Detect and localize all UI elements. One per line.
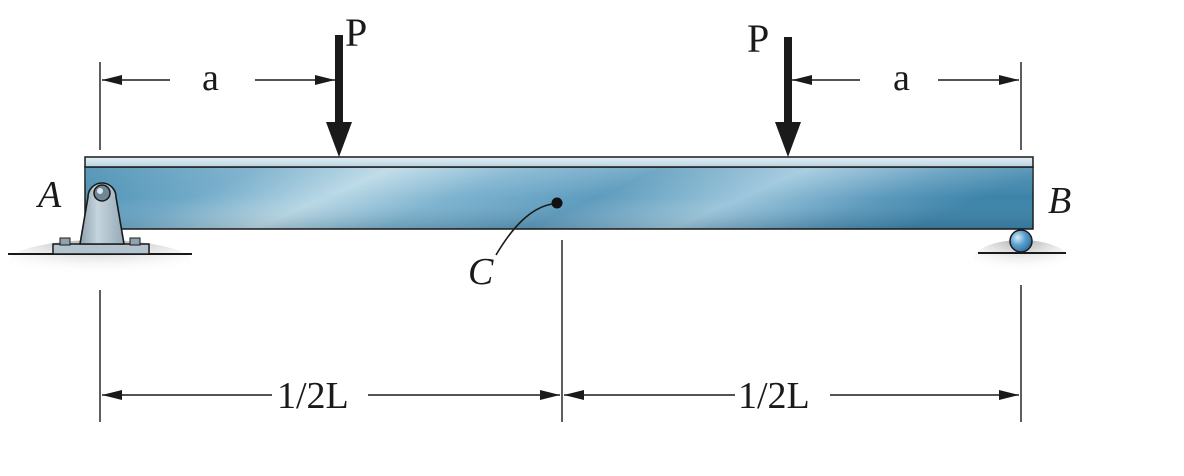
ground-shadow-right [973, 240, 1069, 280]
dim-half-right-arrow-1 [564, 390, 584, 400]
label-half-right: 1/2L [738, 375, 810, 417]
load-left-arrowhead [326, 122, 352, 157]
label-a: A [35, 174, 62, 216]
dim-a-right-arrow-1 [792, 75, 812, 85]
beam-top-flange [84, 156, 1034, 168]
load-right: P [747, 16, 801, 157]
pin-bracket [79, 182, 125, 245]
pin-support-icon [52, 182, 150, 255]
dimension-a-right: a [792, 57, 1019, 99]
load-left: P [326, 10, 367, 157]
beam [84, 156, 1034, 230]
label-c: C [468, 251, 494, 293]
dimension-half-left: 1/2L [102, 375, 560, 417]
point-c-marker [551, 197, 563, 209]
pin-base-bolt-left [59, 237, 71, 246]
label-b: B [1048, 180, 1071, 222]
dim-a-left-arrow-2 [315, 75, 335, 85]
dim-half-right-arrow-2 [999, 390, 1019, 400]
dim-half-left-arrow-2 [540, 390, 560, 400]
label-p-left: P [345, 10, 367, 55]
roller-support-icon [1009, 229, 1033, 253]
dim-a-right-arrow-2 [999, 75, 1019, 85]
roller [1009, 229, 1033, 253]
pin-hole-highlight [97, 188, 103, 194]
label-a-left: a [202, 57, 219, 99]
label-a-right: a [893, 57, 910, 99]
point-c-leader [495, 203, 553, 256]
dim-half-left-arrow-1 [102, 390, 122, 400]
dimension-half-right: 1/2L [564, 375, 1019, 417]
label-p-right: P [747, 16, 769, 61]
pin-base-bolt-right [129, 237, 141, 246]
load-right-arrowhead [775, 122, 801, 157]
dimension-a-left: a [102, 57, 335, 99]
label-half-left: 1/2L [277, 375, 349, 417]
dim-a-left-arrow-1 [102, 75, 122, 85]
